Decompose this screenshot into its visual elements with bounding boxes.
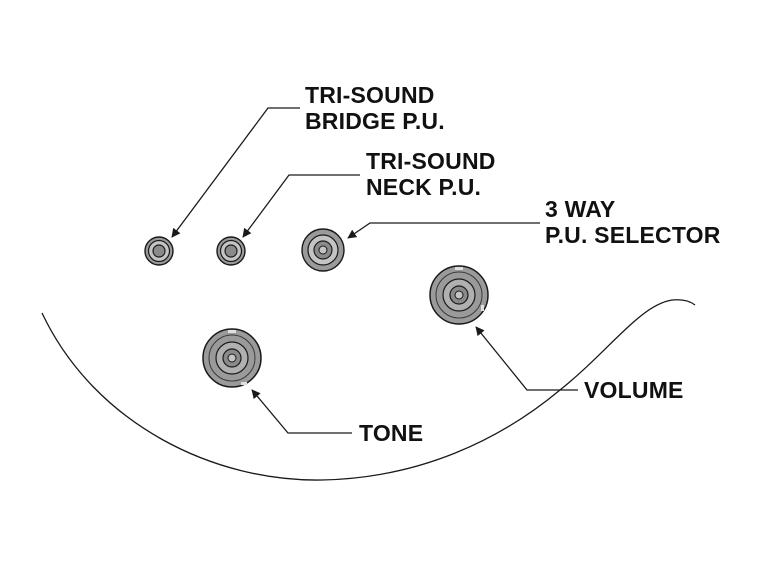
bridge-pickup-switch[interactable] bbox=[144, 236, 174, 266]
bridge-pickup-label-line2: BRIDGE P.U. bbox=[305, 108, 445, 134]
selector-label: 3 WAY P.U. SELECTOR bbox=[545, 196, 721, 248]
tone-leader bbox=[251, 389, 352, 434]
selector-label-line1: 3 WAY bbox=[545, 196, 616, 222]
neck-pickup-leader bbox=[242, 174, 360, 238]
neck-pickup-switch[interactable] bbox=[216, 236, 246, 266]
volume-label: VOLUME bbox=[584, 377, 684, 403]
neck-pickup-label-line1: TRI-SOUND bbox=[366, 148, 496, 174]
pickup-selector-switch[interactable] bbox=[301, 228, 345, 272]
tone-label: TONE bbox=[359, 420, 423, 446]
bridge-pickup-label: TRI-SOUND BRIDGE P.U. bbox=[305, 82, 445, 134]
bridge-pickup-leader bbox=[171, 107, 300, 238]
neck-pickup-label-line2: NECK P.U. bbox=[366, 174, 482, 200]
guitar-body-outline bbox=[41, 299, 696, 481]
neck-pickup-label: TRI-SOUND NECK P.U. bbox=[366, 148, 496, 200]
bridge-pickup-label-line1: TRI-SOUND bbox=[305, 82, 435, 108]
tone-knob[interactable] bbox=[202, 328, 262, 388]
volume-label-text: VOLUME bbox=[584, 377, 684, 403]
volume-knob[interactable] bbox=[429, 265, 489, 325]
tone-label-text: TONE bbox=[359, 420, 424, 446]
volume-leader bbox=[475, 326, 578, 391]
selector-leader bbox=[347, 222, 540, 239]
selector-label-line2: P.U. SELECTOR bbox=[545, 222, 721, 248]
